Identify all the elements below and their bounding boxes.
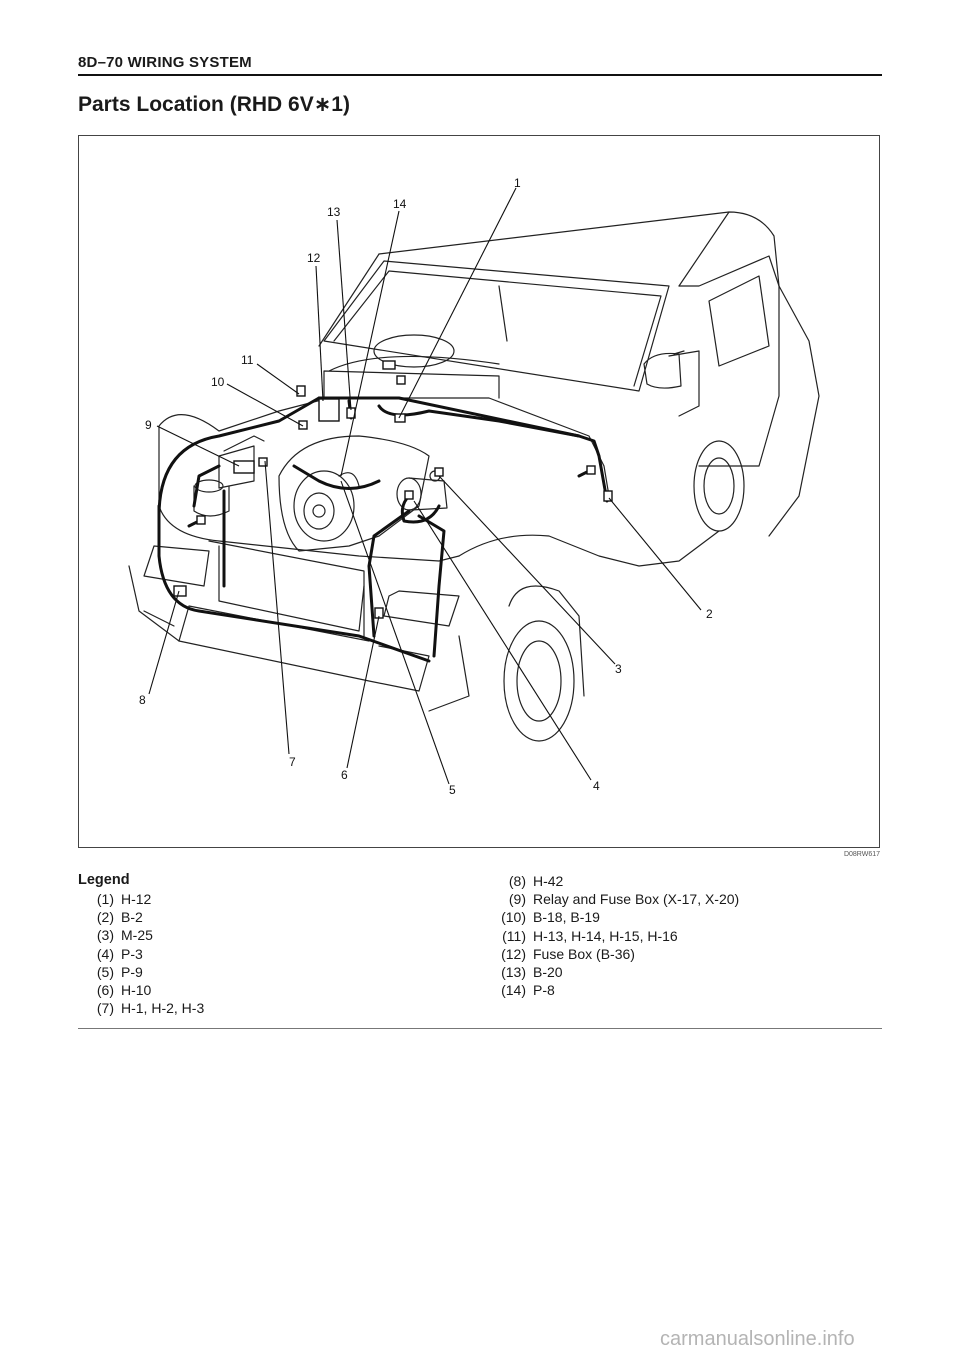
callout-12: 12: [307, 251, 321, 265]
legend-title: Legend: [78, 872, 130, 888]
callout-13: 13: [327, 205, 341, 219]
callout-1: 1: [514, 176, 521, 190]
legend-item: (9)Relay and Fuse Box (X-17, X-20): [508, 891, 740, 908]
callout-5: 5: [449, 783, 456, 797]
legend-item: (7)H-1, H-2, H-3: [96, 1000, 205, 1017]
callout-labels: 1 2 3 4 5 6 7 8 9 10 11 12 13 14: [139, 176, 713, 797]
legend-item: (3)M-25: [96, 927, 153, 944]
legend-left-column: (1)H-12 (2)B-2 (3)M-25 (4)P-3 (5)P-9 (6)…: [82, 890, 204, 1017]
legend-item: (10)B-18, B-19: [501, 909, 600, 926]
callout-11: 11: [241, 353, 254, 367]
legend-item: (2)B-2: [96, 909, 143, 926]
legend-item: (11)H-13, H-14, H-15, H-16: [502, 927, 678, 944]
legend-item: (13)B-20: [501, 964, 563, 981]
legend-item: (6)H-10: [96, 982, 152, 999]
callout-8: 8: [139, 693, 146, 707]
callout-6: 6: [341, 768, 348, 782]
header-rule: [78, 74, 882, 76]
legend-item: (5)P-9: [96, 963, 143, 980]
callout-9: 9: [145, 418, 152, 432]
legend-item: (12)Fuse Box (B-36): [501, 945, 635, 962]
connectors: [173, 360, 613, 619]
callout-14: 14: [393, 197, 407, 211]
callout-2: 2: [706, 607, 713, 621]
callout-4: 4: [593, 779, 600, 793]
legend-item: (1)H-12: [96, 891, 152, 907]
page-title: Parts Location (RHD 6V∗1): [78, 93, 350, 116]
figure-id: D08RW617: [843, 851, 880, 858]
wiring-figure: 1 2 3 4 5 6 7 8 9 10 11 12 13 14: [78, 135, 880, 848]
legend-right-column: (8)H-42 (9)Relay and Fuse Box (X-17, X-2…: [494, 872, 739, 999]
legend-item: (4)P-3: [96, 945, 143, 962]
callout-3: 3: [615, 662, 622, 676]
vehicle-body: [128, 211, 820, 742]
callout-7: 7: [289, 755, 296, 769]
page-header: 8D–70 WIRING SYSTEM: [78, 54, 252, 71]
footer-rule: [78, 1028, 882, 1029]
legend-item: (8)H-42: [508, 873, 564, 889]
watermark: carmanualsonline.info: [660, 1328, 855, 1350]
vehicle-illustration: 1 2 3 4 5 6 7 8 9 10 11 12 13 14: [128, 176, 820, 797]
legend-item: (14)P-8: [501, 982, 555, 999]
callout-10: 10: [211, 375, 225, 389]
leader-lines: [148, 187, 702, 785]
